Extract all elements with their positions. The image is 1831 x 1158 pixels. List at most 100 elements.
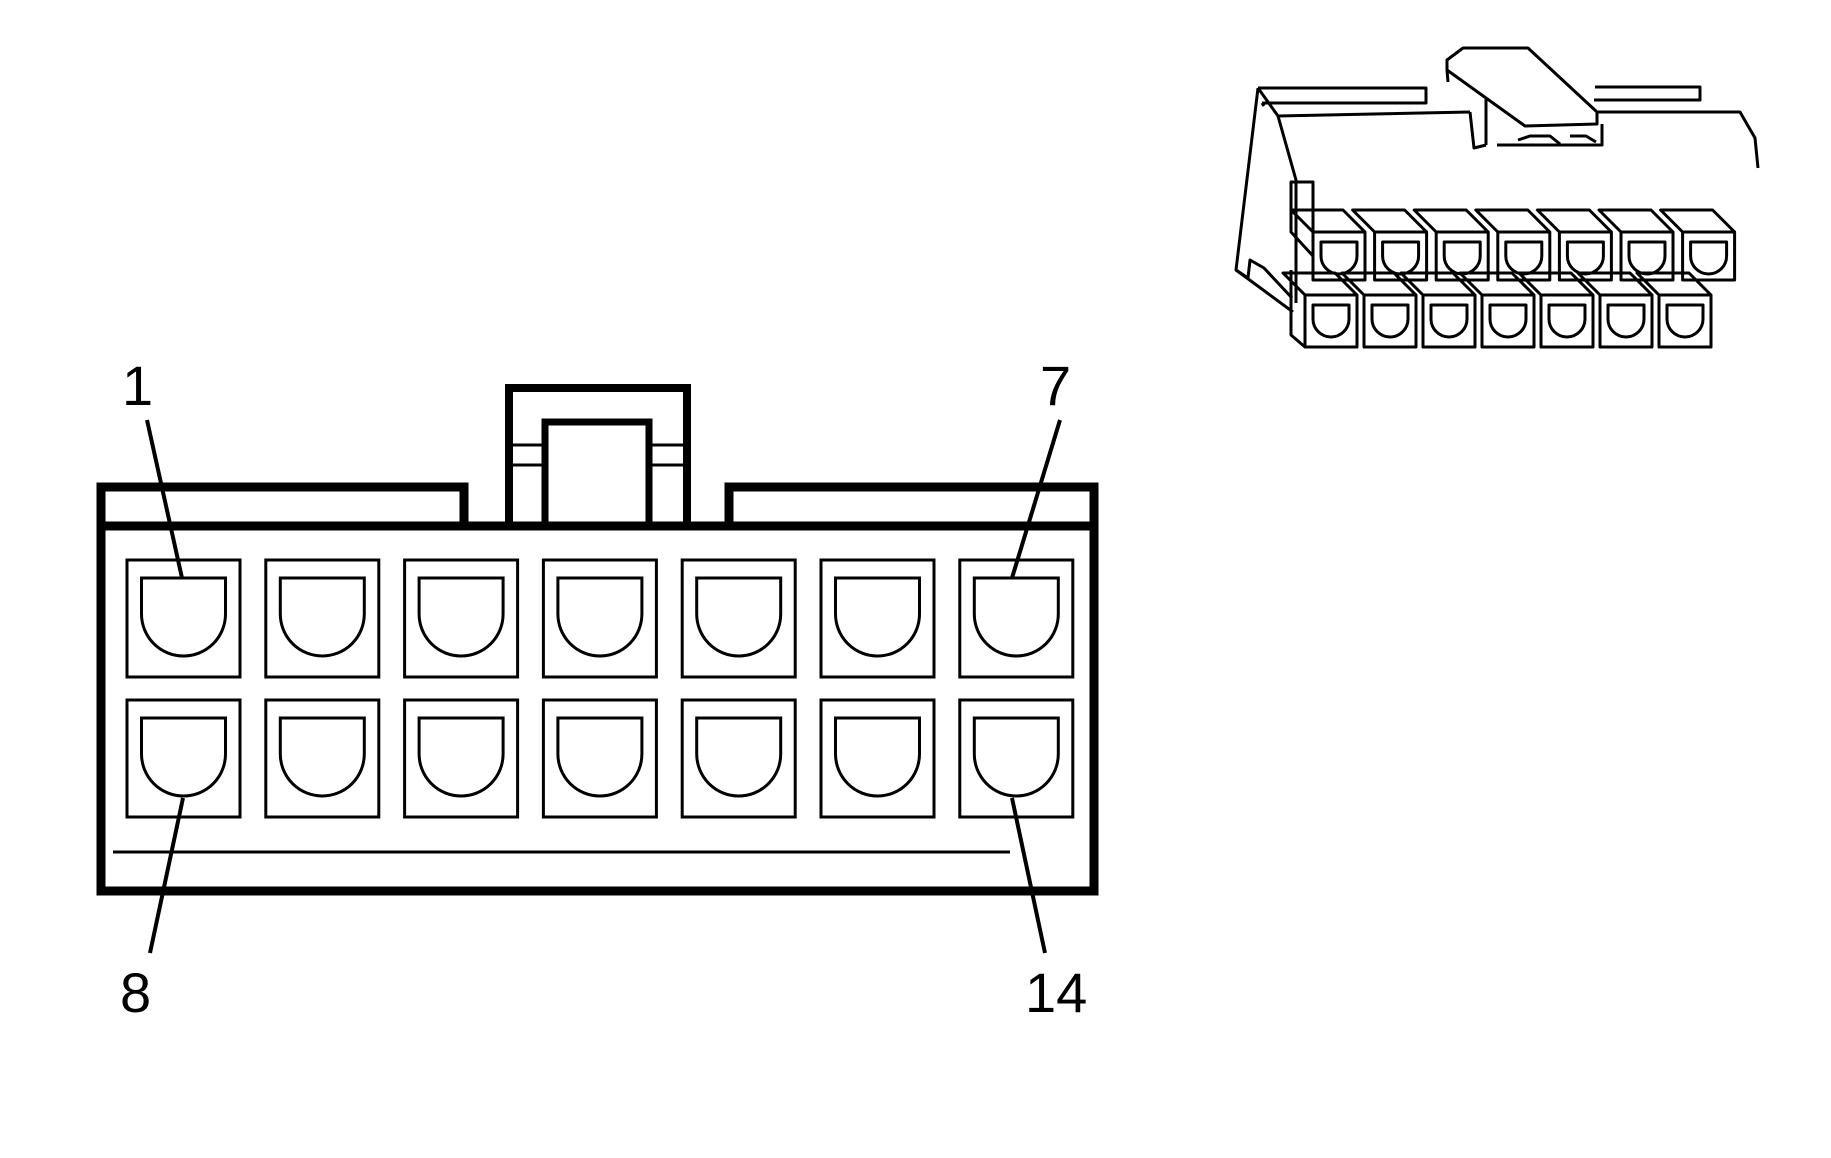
cavity-terminal (278, 716, 366, 798)
iso-cavity-face (1657, 293, 1713, 349)
cavity-7 (958, 558, 1075, 679)
iso-cavity-stack-side (1289, 180, 1315, 349)
iso-cavity-grid (1281, 180, 1737, 349)
cavity-11 (541, 698, 658, 819)
top-rail-left (96, 482, 469, 526)
iso-cavity-face (1619, 230, 1675, 282)
iso-cavity-terminal (1504, 240, 1544, 276)
cavity-frame (125, 558, 242, 679)
iso-top-rail-left (1258, 86, 1428, 105)
iso-cavity-face (1362, 293, 1418, 349)
cavity-terminal (834, 576, 921, 658)
iso-cavity-face (1480, 293, 1536, 349)
cavity-1 (125, 558, 242, 679)
cavity-terminal (278, 576, 366, 658)
cavity-frame (541, 698, 658, 819)
cavity-6 (819, 558, 936, 679)
cavity-terminal (556, 716, 644, 798)
iso-cavity-face (1681, 230, 1737, 282)
connector-face-view (96, 384, 1099, 954)
iso-cavity-face (1598, 293, 1654, 349)
iso-cavity-bevel (1399, 271, 1477, 297)
iso-cavity-bevel (1281, 271, 1359, 297)
iso-cavity-face (1421, 293, 1477, 349)
iso-cavity-bevel (1289, 208, 1367, 234)
iso-top-rail-right (1594, 85, 1702, 102)
iso-cavity-bevel (1340, 271, 1418, 297)
iso-cavity-terminal (1429, 303, 1469, 339)
cavity-13 (819, 698, 936, 819)
cavity-10 (403, 698, 520, 819)
leader-line-pin-7 (1010, 419, 1062, 579)
iso-cavity-face (1496, 230, 1552, 282)
iso-body-side (1235, 258, 1294, 300)
cavity-terminal (417, 716, 505, 798)
cavity-frame (541, 558, 658, 679)
iso-cavity-terminal (1565, 240, 1605, 276)
iso-cavity-7 (1659, 208, 1737, 282)
iso-cavity-terminal (1488, 303, 1528, 339)
iso-cavity-bevel (1576, 271, 1654, 297)
cavity-4 (541, 558, 658, 679)
cavity-8 (125, 698, 242, 819)
leader-line-pin-8 (148, 797, 185, 954)
cavity-frame (819, 558, 936, 679)
leader-line-pin-14 (1010, 797, 1047, 954)
iso-cavity-bevel (1635, 271, 1713, 297)
cavity-grid (125, 558, 1075, 819)
iso-cavity-6 (1597, 208, 1675, 282)
pin-label-7: 7 (1040, 354, 1071, 417)
cavity-frame (264, 558, 381, 679)
cavity-terminal (695, 716, 783, 798)
cavity-terminal (834, 716, 921, 798)
iso-cavity-bevel (1351, 208, 1428, 234)
iso-cavity-11 (1458, 271, 1536, 349)
cavity-5 (680, 558, 797, 679)
iso-cavity-12 (1517, 271, 1595, 349)
cavity-14 (958, 698, 1075, 819)
cavity-terminal (695, 576, 783, 658)
cavity-terminal (972, 716, 1060, 798)
cavity-frame (680, 698, 797, 819)
cavity-frame (680, 558, 797, 679)
cavity-frame (125, 698, 242, 819)
top-rail-right (724, 482, 1099, 526)
cavity-terminal (140, 716, 227, 798)
iso-cavity-terminal (1442, 240, 1482, 276)
iso-cavity-bevel (1474, 208, 1551, 234)
cavity-9 (264, 698, 381, 819)
cavity-frame (819, 698, 936, 819)
iso-cavity-terminal (1627, 240, 1667, 276)
iso-cavity-bevel (1412, 208, 1490, 234)
iso-cavity-terminal (1689, 240, 1729, 276)
iso-latch (1445, 46, 1604, 150)
iso-cavity-terminal (1381, 240, 1421, 276)
cavity-frame (403, 558, 520, 679)
iso-cavity-bevel (1517, 271, 1595, 297)
iso-cavity-bevel (1458, 271, 1536, 297)
pin-label-14: 14 (1025, 961, 1087, 1024)
iso-latch-detail (1517, 134, 1597, 146)
connector-isometric-view (1234, 46, 1760, 349)
iso-cavity-terminal (1665, 303, 1705, 339)
iso-cavity-terminal (1319, 240, 1359, 276)
housing-body (96, 521, 1099, 896)
iso-cavity-terminal (1547, 303, 1587, 339)
iso-cavity-terminal (1311, 303, 1351, 339)
cavity-12 (680, 698, 797, 819)
iso-cavity-9 (1340, 271, 1418, 349)
iso-cavity-13 (1576, 271, 1654, 349)
cavity-2 (264, 558, 381, 679)
cavity-terminal (140, 576, 227, 658)
cavity-terminal (556, 576, 644, 658)
iso-cavity-face (1539, 293, 1595, 349)
iso-cavity-face (1434, 230, 1490, 282)
iso-cavity-14 (1635, 271, 1713, 349)
pin-label-1: 1 (122, 354, 153, 417)
latch-inner (541, 418, 653, 530)
cavity-terminal (417, 576, 505, 658)
iso-cavity-10 (1399, 271, 1477, 349)
iso-cavity-terminal (1370, 303, 1410, 339)
pin-label-8: 8 (120, 961, 151, 1024)
leader-line-pin-1 (145, 419, 184, 579)
